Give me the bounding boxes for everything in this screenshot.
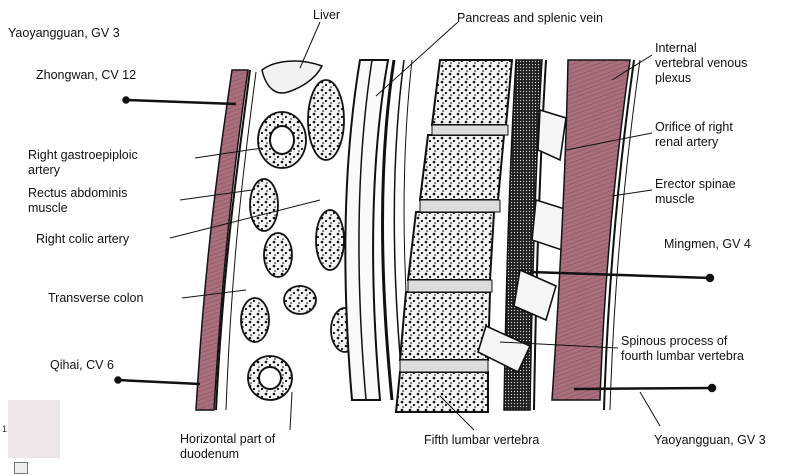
label-right-colic-artery: Right colic artery: [36, 232, 129, 247]
label-zhongwan: Zhongwan, CV 12: [36, 68, 136, 83]
label-fifth-lumbar-vertebra: Fifth lumbar vertebra: [424, 433, 539, 448]
label-erector-spinae-muscle: Erector spinae muscle: [655, 177, 736, 207]
label-yaoyangguan-top: Yaoyangguan, GV 3: [8, 26, 120, 41]
label-pancreas-splenic-vein: Pancreas and splenic vein: [457, 11, 603, 26]
label-liver: Liver: [313, 8, 340, 23]
label-transverse-colon: Transverse colon: [48, 291, 143, 306]
label-orifice-right-renal-artery: Orifice of right renal artery: [655, 120, 733, 150]
label-mingmen: Mingmen, GV 4: [664, 237, 751, 252]
label-yaoyangguan-bottom: Yaoyangguan, GV 3: [654, 433, 766, 448]
label-right-gastroepiploic-artery: Right gastroepiploic artery: [28, 148, 138, 178]
label-rectus-abdominis-muscle: Rectus abdominis muscle: [28, 186, 127, 216]
corner-box-icon: [14, 462, 28, 474]
label-internal-vertebral-venous-plexus: Internal vertebral venous plexus: [655, 41, 747, 86]
abdominal-organs: [241, 80, 359, 400]
label-qihai: Qihai, CV 6: [50, 358, 114, 373]
label-spinous-process: Spinous process of fourth lumbar vertebr…: [621, 334, 744, 364]
label-horizontal-part-duodenum: Horizontal part of duodenum: [180, 432, 275, 462]
corner-mark: 1: [2, 424, 7, 434]
liver-shape: [262, 61, 322, 93]
corner-swatch: [8, 400, 60, 458]
